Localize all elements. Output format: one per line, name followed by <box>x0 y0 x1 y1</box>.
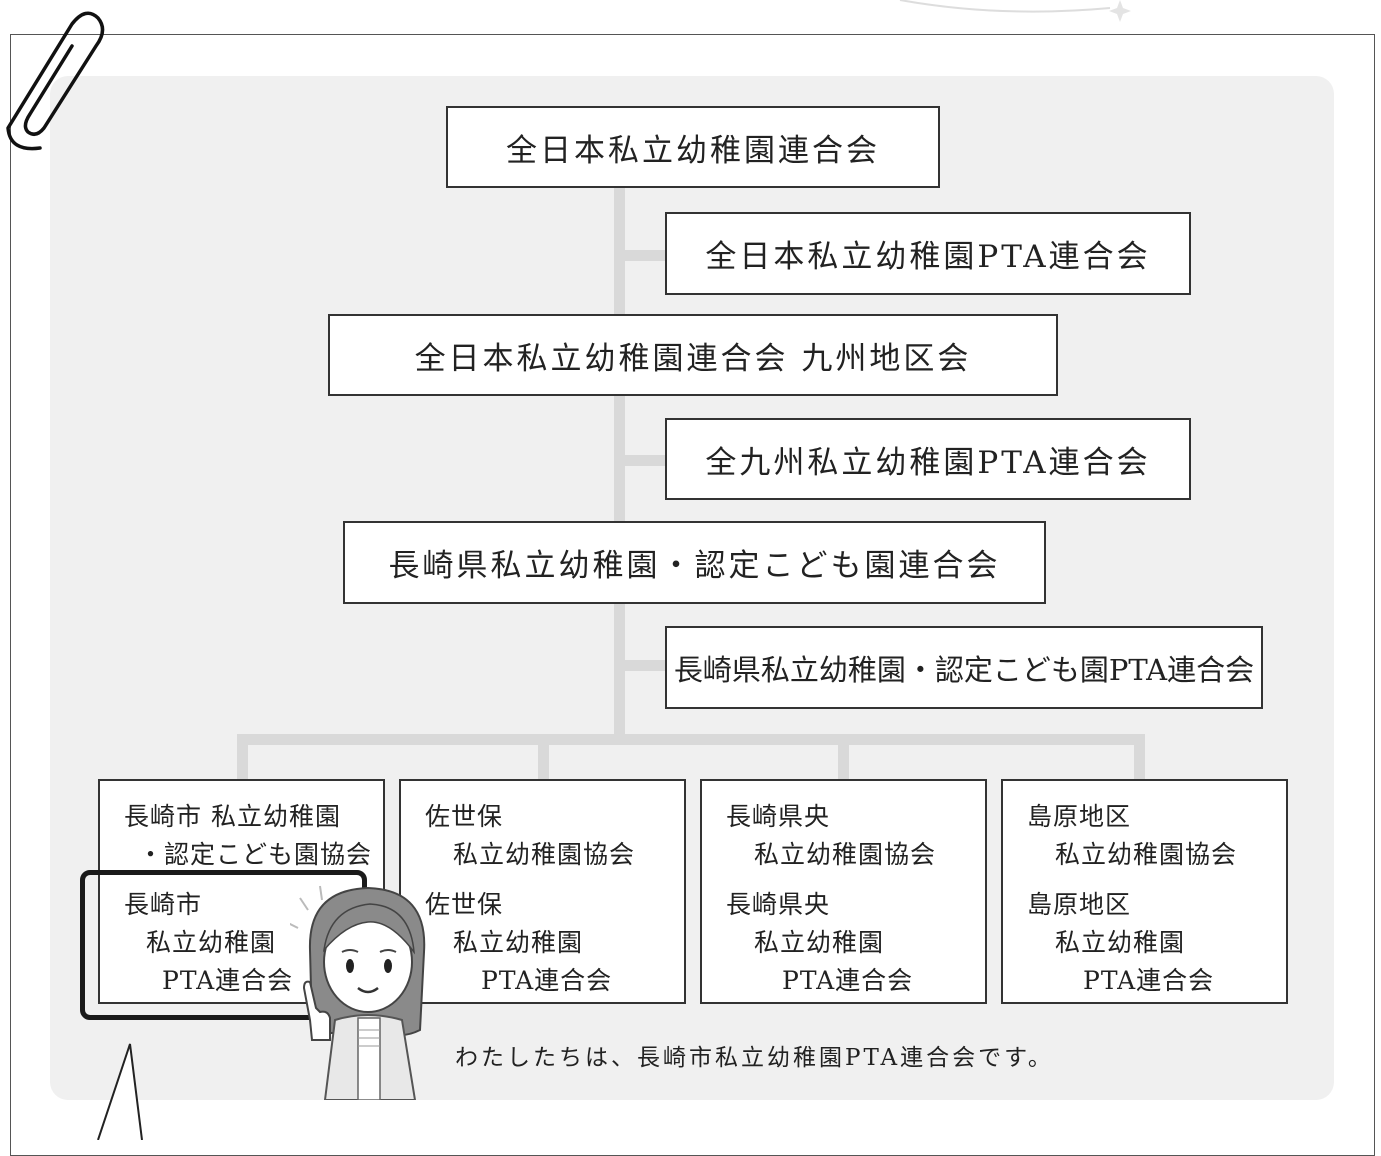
national-federation-box: 全日本私立幼稚園連合会 <box>446 106 940 188</box>
region-pta-line1: 長崎市 <box>124 890 203 919</box>
region-pta-line1: 佐世保 <box>425 890 504 919</box>
region-assoc-line1: 長崎県央 <box>726 802 831 831</box>
prefecture-federation-box: 長崎県私立幼稚園・認定こども園連合会 <box>343 521 1046 604</box>
national-pta-label: 全日本私立幼稚園PTA連合会 <box>705 239 1151 275</box>
region-pta-line3: PTA連合会 <box>481 966 613 995</box>
region-pta-line3: PTA連合会 <box>782 966 914 995</box>
region-assoc-line1: 島原地区 <box>1027 802 1132 831</box>
connector-branch-kyushu-pta <box>620 455 667 466</box>
region-assoc-line2: 私立幼稚園協会 <box>1055 840 1238 869</box>
connector-drop-2 <box>538 740 549 782</box>
connector-branch-national-pta <box>620 250 667 261</box>
connector-drop-1 <box>237 740 248 782</box>
connector-drop-4 <box>1134 740 1145 782</box>
region-pta-line2: 私立幼稚園 <box>754 928 885 957</box>
region-pta-line2: 私立幼稚園 <box>453 928 584 957</box>
connector-horizontal-bar <box>237 734 1145 745</box>
prefecture-federation-label: 長崎県私立幼稚園・認定こども園連合会 <box>388 548 1001 584</box>
kyushu-district-label: 全日本私立幼稚園連合会 九州地区会 <box>414 340 972 377</box>
speech-bubble-tail <box>97 1043 143 1140</box>
region-pta-line1: 長崎県央 <box>726 890 831 919</box>
region-pta-line2: 私立幼稚園 <box>146 928 277 957</box>
sparkle-decoration <box>899 0 1131 22</box>
region-box-shimabara: 島原地区 私立幼稚園協会 島原地区 私立幼稚園 PTA連合会 <box>1001 779 1288 1004</box>
connector-branch-prefecture-pta <box>620 660 667 671</box>
region-box-sasebo: 佐世保 私立幼稚園協会 佐世保 私立幼稚園 PTA連合会 <box>399 779 686 1004</box>
region-pta-line3: PTA連合会 <box>162 966 294 995</box>
national-federation-label: 全日本私立幼稚園連合会 <box>506 132 880 169</box>
paperclip-icon <box>6 11 105 151</box>
national-pta-box: 全日本私立幼稚園PTA連合会 <box>665 212 1191 295</box>
kyushu-pta-box: 全九州私立幼稚園PTA連合会 <box>665 418 1191 500</box>
region-pta-line2: 私立幼稚園 <box>1055 928 1186 957</box>
region-assoc-line1: 長崎市 私立幼稚園 <box>124 802 341 831</box>
kyushu-pta-label: 全九州私立幼稚園PTA連合会 <box>705 444 1151 481</box>
region-assoc-line2: 私立幼稚園協会 <box>754 840 937 869</box>
kyushu-district-box: 全日本私立幼稚園連合会 九州地区会 <box>328 314 1058 396</box>
prefecture-pta-box: 長崎県私立幼稚園・認定こども園PTA連合会 <box>665 626 1263 709</box>
region-pta-line3: PTA連合会 <box>1083 966 1215 995</box>
region-assoc-line2: 私立幼稚園協会 <box>453 840 636 869</box>
mascot-woman-illustration <box>290 885 426 1100</box>
region-assoc-line1: 佐世保 <box>425 802 504 831</box>
region-assoc-line2: ・認定こども園協会 <box>138 840 373 869</box>
connector-drop-3 <box>838 740 849 782</box>
region-box-kenou: 長崎県央 私立幼稚園協会 長崎県央 私立幼稚園 PTA連合会 <box>700 779 987 1004</box>
prefecture-pta-label: 長崎県私立幼稚園・認定こども園PTA連合会 <box>673 652 1255 687</box>
caption-text: わたしたちは、長崎市私立幼稚園PTA連合会です。 <box>455 1045 1054 1071</box>
connector-trunk <box>614 186 625 742</box>
region-pta-line1: 島原地区 <box>1027 890 1132 919</box>
